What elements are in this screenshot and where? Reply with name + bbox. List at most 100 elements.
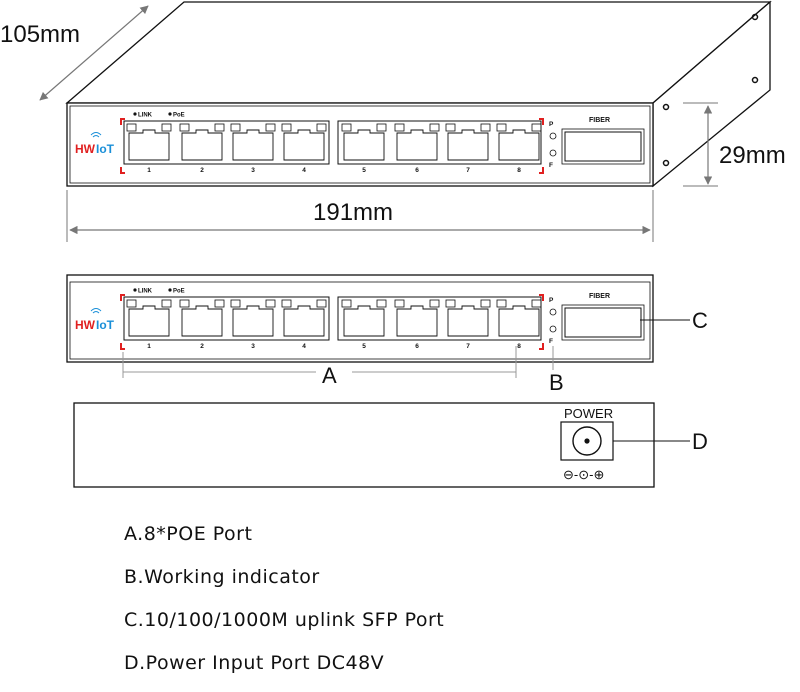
port-led-icon	[214, 299, 225, 308]
indicator-p-label: P	[549, 297, 554, 304]
polarity-symbol: ⊖-⊙-⊕	[563, 467, 604, 482]
legend-item-a: A.8*POE Port	[124, 523, 253, 545]
port-group-bracket	[120, 167, 125, 174]
port-group-right	[337, 296, 542, 341]
port-number: 3	[251, 343, 255, 350]
port-group-bracket	[539, 167, 544, 174]
rj45-port-icon	[447, 129, 489, 161]
legend-item-b: B.Working indicator	[124, 566, 320, 588]
link-dot-icon	[133, 112, 137, 116]
rj45-port-icon	[498, 305, 540, 337]
rj45-port-icon	[498, 129, 540, 161]
width-dimension-label: 191mm	[313, 199, 393, 226]
port-group-bracket	[120, 118, 125, 125]
power-jack-pin	[584, 438, 590, 444]
wifi-icon	[90, 132, 102, 136]
port-led-icon	[496, 123, 507, 132]
indicator-led-icon	[549, 308, 557, 316]
port-led-icon	[376, 299, 387, 308]
rj45-port-icon	[232, 305, 274, 337]
link-label: LINK	[138, 113, 153, 119]
port-group-bracket	[539, 343, 544, 350]
port-number: 1	[147, 343, 151, 350]
port-number: 6	[415, 167, 419, 174]
sfp-port-frame	[561, 128, 645, 165]
rj45-port-icon	[343, 305, 385, 337]
port-led-icon	[179, 299, 190, 308]
fiber-label: FIBER	[589, 117, 610, 124]
port-led-icon	[281, 123, 292, 132]
poe-dot-icon	[168, 112, 172, 116]
rj45-port-icon	[283, 305, 325, 337]
port-led-icon	[480, 299, 491, 308]
power-jack-icon	[572, 426, 602, 456]
port-led-icon	[531, 123, 542, 132]
port-group-left	[123, 120, 330, 165]
legend-item-c: C.10/100/1000M uplink SFP Port	[124, 609, 445, 631]
front-panel-inner	[69, 105, 651, 184]
port-led-icon	[230, 123, 241, 132]
port-led-icon	[230, 299, 241, 308]
link-dot-icon	[133, 288, 137, 292]
port-led-icon	[429, 299, 440, 308]
indicator-led-icon	[549, 149, 557, 157]
wifi-icon	[92, 311, 100, 314]
rj45-port-icon	[396, 305, 438, 337]
indicator-p-label: P	[549, 121, 554, 128]
fiber-label: FIBER	[589, 293, 610, 300]
port-led-icon	[179, 123, 190, 132]
port-led-icon	[496, 299, 507, 308]
depth-dimension-label: 105mm	[0, 21, 80, 48]
port-led-icon	[445, 123, 456, 132]
port-number: 3	[251, 167, 255, 174]
port-led-icon	[265, 299, 276, 308]
brand-logo-iot: IoT	[96, 142, 115, 156]
port-group-bracket	[120, 343, 125, 350]
brand-logo-hw: HW	[75, 142, 96, 156]
rj45-port-icon	[232, 129, 274, 161]
port-number: 7	[466, 343, 470, 350]
screw-icon	[751, 13, 759, 21]
indicator-f-label: F	[549, 338, 553, 345]
rj45-port-icon	[396, 129, 438, 161]
power-label: POWER	[564, 406, 613, 421]
sfp-port-frame	[561, 304, 645, 341]
callout-b-label: B	[549, 370, 564, 395]
port-number: 1	[147, 167, 151, 174]
port-group-bracket	[539, 294, 544, 301]
legend: A.8*POE Port B.Working indicator C.10/10…	[124, 520, 444, 692]
port-led-icon	[341, 299, 352, 308]
rj45-port-icon	[181, 305, 223, 337]
port-led-icon	[161, 299, 172, 308]
port-number: 2	[200, 343, 204, 350]
wifi-icon	[92, 135, 100, 138]
poe-label: PoE	[173, 113, 185, 119]
link-label: LINK	[138, 289, 153, 295]
port-led-icon	[126, 123, 137, 132]
callout-a-label: A	[322, 363, 337, 388]
sfp-port-icon	[564, 131, 642, 162]
port-led-icon	[316, 299, 327, 308]
poe-label: PoE	[173, 289, 185, 295]
screw-icon	[751, 76, 759, 84]
callout-c-label: C	[692, 308, 708, 333]
port-number: 7	[466, 167, 470, 174]
indicator-led-icon	[549, 325, 557, 333]
port-number: 4	[302, 167, 306, 174]
screw-icon	[662, 103, 670, 111]
port-led-icon	[281, 299, 292, 308]
sfp-port-icon	[564, 307, 642, 338]
port-number: 5	[362, 343, 366, 350]
height-dimension-label: 29mm	[719, 142, 786, 169]
port-number: 8	[517, 167, 521, 174]
brand-logo-iot: IoT	[96, 318, 115, 332]
port-led-icon	[480, 123, 491, 132]
rj45-port-icon	[128, 305, 170, 337]
rj45-port-icon	[128, 129, 170, 161]
port-led-icon	[376, 123, 387, 132]
screw-icon	[662, 159, 670, 167]
chassis-top-face	[65, 1, 772, 104]
port-led-icon	[445, 299, 456, 308]
